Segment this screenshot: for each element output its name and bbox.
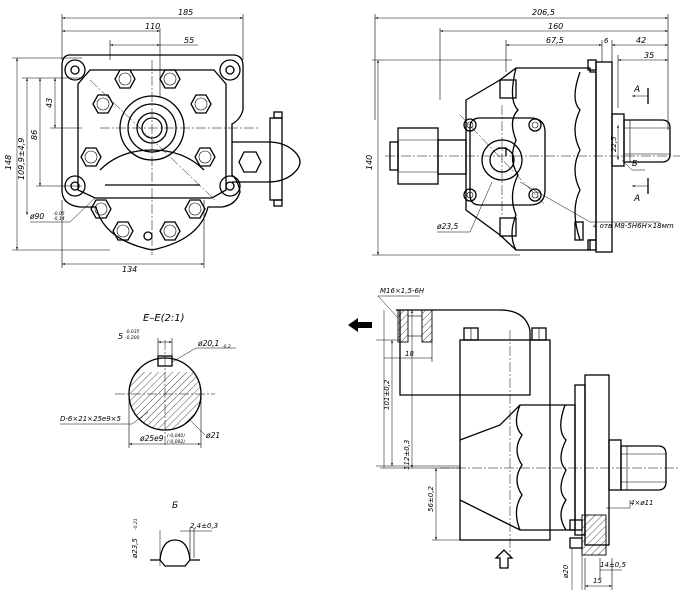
dim-86: 86 [30, 130, 39, 140]
dim-140: 140 [365, 155, 374, 170]
section-a-bottom: A [633, 194, 640, 204]
dim-d90: ø90 [29, 212, 44, 221]
section-a-top: A [633, 85, 640, 95]
dim-35: 35 [644, 51, 654, 60]
dim-185: 185 [178, 8, 193, 17]
dim-55: 55 [184, 36, 194, 45]
dim-112: 112±0,3 [403, 440, 411, 470]
dim-160: 160 [548, 22, 563, 31]
dim-67: 67,5 [546, 36, 564, 45]
dim-134: 134 [122, 265, 137, 274]
dim-b-d23: ø23,5 [131, 538, 139, 559]
bottom-view: М16×1,5-6Н 18 [348, 287, 680, 590]
detail-b: Б ø23,5 -0,21 2,4±0,3 [131, 501, 218, 567]
dim-b-d23-tol: -0,21 [133, 518, 139, 530]
key-width: 5 [118, 332, 123, 341]
thread-label: М16×1,5-6Н [380, 287, 425, 295]
dim-b-d2: 2,4±0,3 [190, 522, 218, 530]
dim-14: 14±0,5 [600, 561, 626, 569]
callout-b: Б [632, 159, 638, 168]
dim-d20-bottom: ø20 [562, 564, 570, 579]
dim-d25-tol-up: (-0,040) [167, 433, 185, 439]
dim-d20: ø20,1 [197, 339, 219, 348]
section-ee: E–E(2:1) 5 -0,035 -0,200 ø20,1 -0,2 D-6×… [60, 313, 236, 448]
dim-109: 109,9±4,9 [17, 138, 26, 180]
section-ee-title: E–E(2:1) [143, 313, 185, 324]
dim-18: 18 [405, 350, 414, 358]
dim-42: 42 [636, 36, 646, 45]
dim-15: 15 [593, 577, 602, 585]
spline-spec: D-6×21×25е9×5 [60, 415, 122, 423]
dim-d25-tol-lo: (-0,092) [167, 439, 185, 445]
dim-d23: ø23,5 [436, 222, 459, 231]
dim-206: 206,5 [532, 8, 555, 17]
dim-56: 56±0,2 [427, 486, 435, 512]
dim-101: 101±0,2 [383, 379, 391, 410]
dim-43: 43 [45, 98, 54, 108]
dim-148: 148 [4, 155, 13, 170]
flow-up-arrow-icon [494, 549, 514, 569]
dim-d21: ø21 [205, 431, 220, 440]
dim-22: 22,5 [610, 136, 618, 152]
dim-6: 6 [604, 37, 609, 45]
dim-d90-tol-lo: -0,14 [53, 216, 65, 222]
dim-d90-tol-up: -0,05 [53, 211, 65, 217]
side-view: 206,5 160 67,5 6 42 35 140 [365, 8, 680, 256]
dim-d25: ø25е9 [139, 434, 164, 443]
hole-callout: 4 отв М8-5Н6Н×18мm [593, 222, 674, 230]
flow-left-arrow-icon [348, 318, 372, 332]
key-tol-up: -0,035 [125, 329, 140, 335]
key-tol-lo: -0,200 [125, 335, 140, 341]
dim-110: 110 [145, 22, 160, 31]
dim-d20-tol: -0,2 [222, 344, 231, 350]
front-view: 185 110 55 148 109,9±4,9 86 43 134 ø90 -… [4, 8, 301, 274]
detail-b-title: Б [172, 501, 178, 511]
dim-4x11: 4×ø11 [630, 499, 654, 507]
